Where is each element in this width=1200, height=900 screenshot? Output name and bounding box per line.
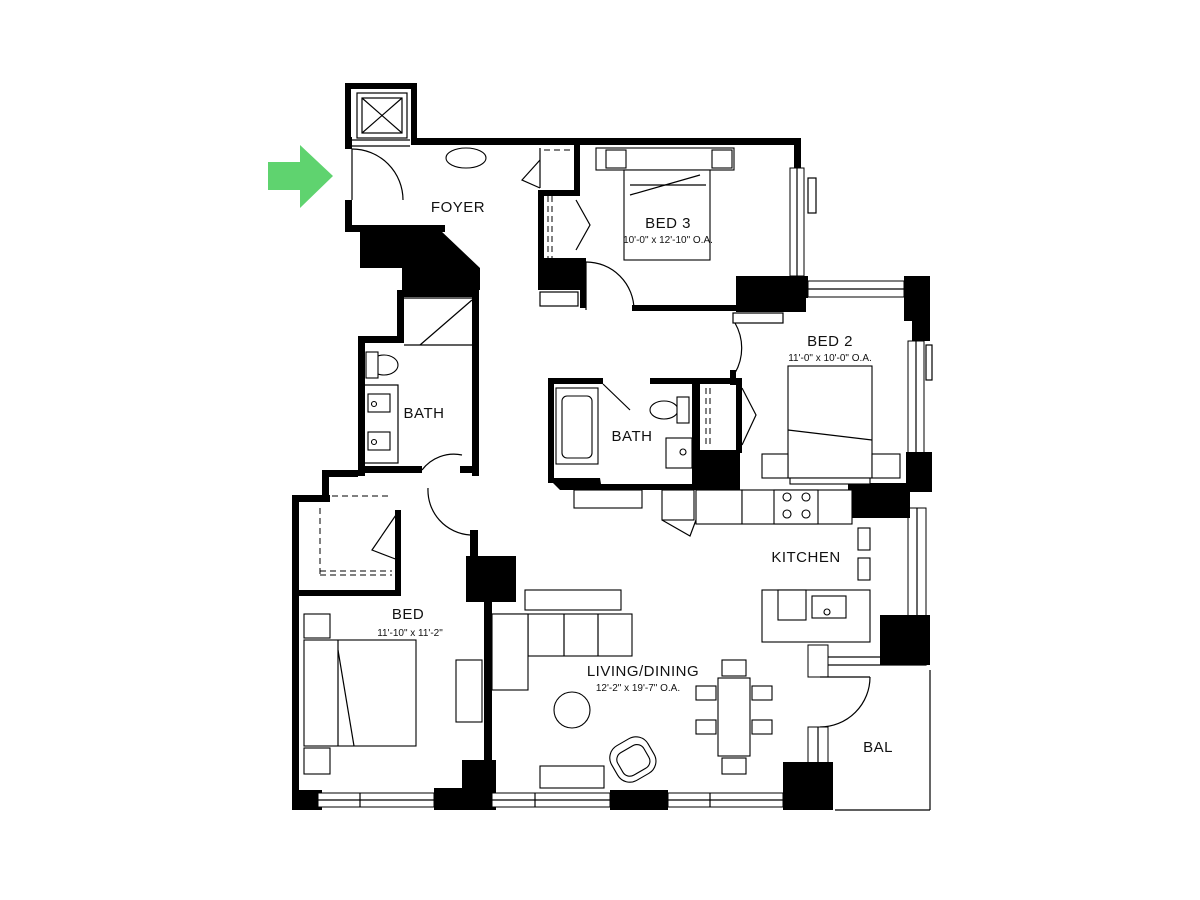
bath2-label: BATH xyxy=(612,428,653,445)
bed-label: BED xyxy=(392,606,424,623)
balcony-label: BAL xyxy=(863,739,893,756)
bed2-label: BED 2 xyxy=(807,333,853,350)
bath1-label: BATH xyxy=(404,405,445,422)
kitchen-label: KITCHEN xyxy=(771,549,840,566)
foyer-label: FOYER xyxy=(431,199,485,216)
bed3-dimensions: 10'-0" x 12'-10" O.A. xyxy=(623,235,713,246)
entry-arrow-icon xyxy=(268,145,333,208)
bed3-label: BED 3 xyxy=(645,215,691,232)
bed-dimensions: 11'-10" x 11'-2" xyxy=(377,628,443,639)
bed2-dimensions: 11'-0" x 10'-0" O.A. xyxy=(788,353,872,364)
living-dining-label: LIVING/DINING xyxy=(587,663,699,680)
living-dining-dimensions: 12'-2" x 19'-7" O.A. xyxy=(596,683,680,694)
